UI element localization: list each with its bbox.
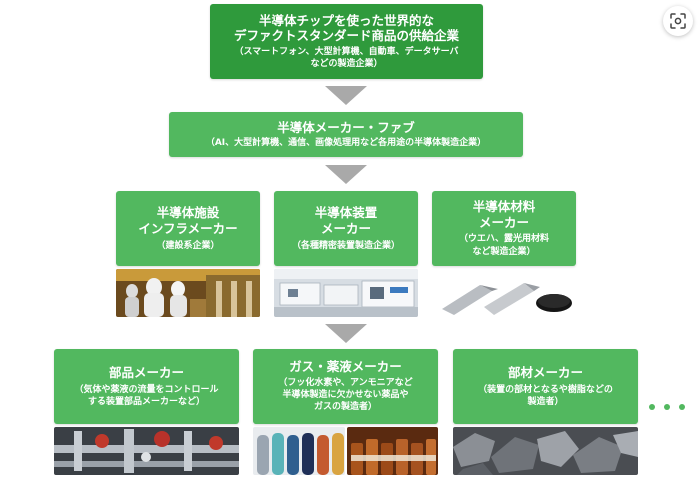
materials-sub-line1: （ウエハ、露光用材料 [458,234,549,245]
gas-sub-line1: （フッ化水素や、アンモニアなど [278,378,413,389]
parts-sub-line1: （気体や薬液の流量をコントロール [74,384,219,395]
facility-infra-maker-box: 半導体施設 インフラメーカー （建設系企業） [116,191,260,266]
semiconductor-maker-box: 半導体メーカー・ファブ （AI、大型計算機、通信、画像処理用など各用途の半導体製… [169,112,523,157]
silicon-chunks-photo [453,427,638,475]
maker-sub: （AI、大型計算機、通信、画像処理用など各用途の半導体製造企業） [205,138,487,149]
component-sub-line1: （装置の部材となるや樹脂などの [478,384,613,395]
maker-title: 半導体メーカー・ファブ [277,119,415,135]
gas-sub-line2: 半導体製造に欠かせない薬品や [282,390,409,401]
wafer-materials-photo [432,269,576,317]
gas-title: ガス・薬液メーカー [289,359,402,375]
top-title-line1: 半導体チップを使った世界的な [258,12,434,28]
parts-maker-box: 部品メーカー （気体や薬液の流量をコントロール する装置部品メーカーなど） [54,349,239,424]
equipment-cleanroom-photo [274,269,418,317]
component-sub-line2: 製造者） [527,396,564,407]
top-sub-line2: などの製造企業） [310,59,383,70]
parts-sub-line2: する装置部品メーカーなど） [87,396,205,407]
valves-parts-photo [54,427,239,475]
top-supplier-box: 半導体チップを使った世界的な デファクトスタンダード商品の供給企業 （スマートフ… [210,4,483,79]
materials-title-line2: メーカー [478,214,529,230]
equipment-title-line1: 半導体装置 [314,205,378,221]
materials-title-line1: 半導体材料 [472,199,536,215]
materials-maker-box: 半導体材料 メーカー （ウエハ、露光用材料 など製造企業） [432,191,576,266]
facility-title-line2: インフラメーカー [138,220,238,236]
visual-search-icon[interactable] [663,6,693,36]
cleanroom-workers-photo [116,269,260,317]
gas-cylinders-photo [253,427,345,475]
facility-title-line1: 半導体施設 [156,205,220,221]
top-sub-line1: （スマートフォン、大型計算機、自動車、データサーバ [234,46,459,57]
component-title: 部材メーカー [507,365,583,381]
equipment-sub-line1: （各種精密装置製造企業） [291,240,400,251]
parts-title: 部品メーカー [108,365,184,381]
top-title-line2: デファクトスタンダード商品の供給企業 [233,28,459,44]
arrow-down-icon [325,165,367,184]
materials-sub-line2: など製造企業） [472,246,536,257]
equipment-maker-box: 半導体装置 メーカー （各種精密装置製造企業） [274,191,418,266]
chemical-bottles-photo [347,427,438,475]
gas-sub-line3: ガスの製造者） [313,402,377,413]
arrow-down-icon [325,324,367,343]
component-material-maker-box: 部材メーカー （装置の部材となるや樹脂などの 製造者） [453,349,638,424]
gas-chemical-maker-box: ガス・薬液メーカー （フッ化水素や、アンモニアなど 半導体製造に欠かせない薬品や… [253,349,438,424]
arrow-down-icon [325,86,367,105]
more-dots-icon [649,404,685,410]
facility-sub-line1: （建設系企業） [156,240,220,251]
equipment-title-line2: メーカー [320,220,371,236]
